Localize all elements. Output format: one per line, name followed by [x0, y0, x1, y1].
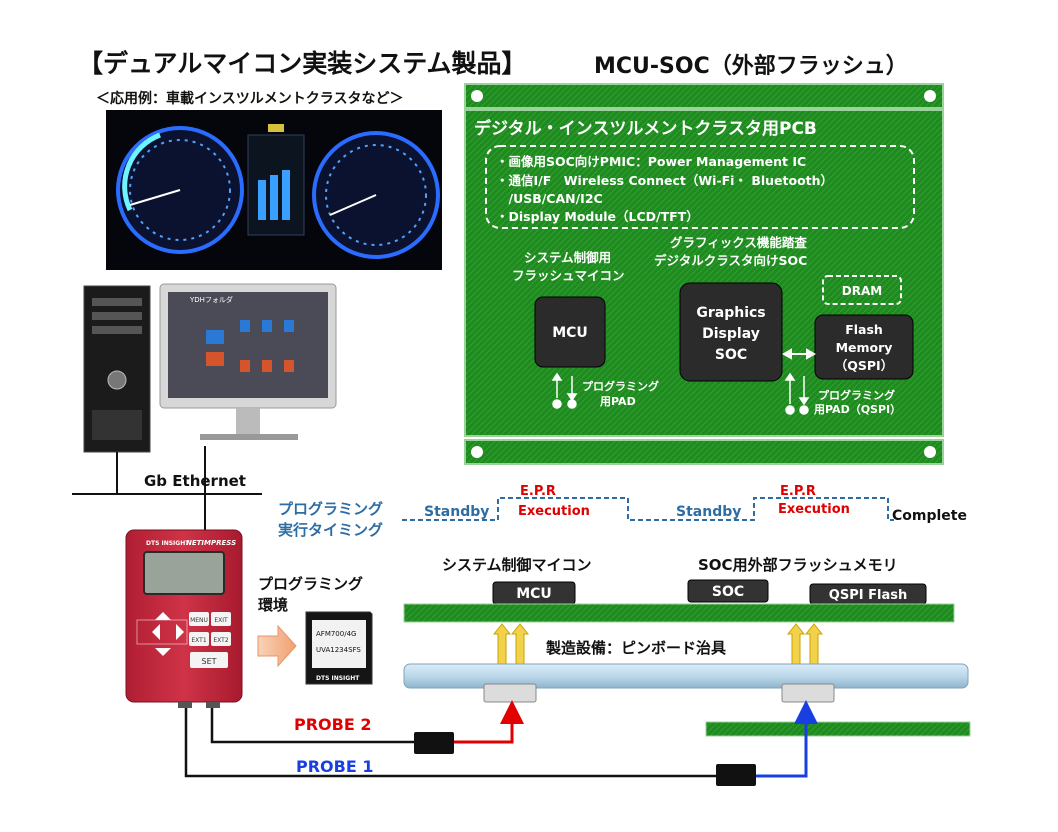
timing-complete: Complete: [892, 508, 967, 524]
page-subtitle: MCU-SOC（外部フラッシュ）: [594, 54, 908, 79]
ext1-key[interactable]: EXT1: [191, 637, 206, 644]
pcb-feature: ・画像用SOC向けPMIC：Power Management IC: [496, 154, 806, 169]
exit-key[interactable]: EXIT: [214, 617, 228, 624]
pcb-dram-box: [822, 275, 902, 305]
qspi-pad-label: プログラミング: [818, 388, 895, 402]
pcb-soc-chip: [679, 282, 783, 382]
sd-card-serial: UVA1234SFS: [316, 646, 361, 654]
pcb-flash-label: （QSPI）: [835, 358, 893, 373]
fixture-pcb: [403, 603, 955, 623]
pc-tower-icon: [83, 285, 151, 453]
pcb-mcu-chip: [534, 296, 606, 368]
mcu-caption: フラッシュマイコン: [512, 268, 625, 283]
pcb-feature: ・Display Module（LCD/TFT）: [496, 209, 699, 224]
fixture-mcu-label: MCU: [516, 586, 552, 602]
timing-waveform: [402, 497, 894, 521]
timing-epr: E.P.R: [780, 484, 816, 499]
fixture-lower-pcb: [705, 721, 971, 737]
set-key[interactable]: SET: [201, 657, 216, 666]
env-label: プログラミング: [258, 575, 363, 593]
page-title: 【デュアルマイコン実装システム製品】: [78, 49, 527, 78]
timing-execution: Execution: [778, 502, 850, 517]
pcb-soc-label: Display: [702, 326, 760, 342]
monitor-icon: [159, 283, 337, 440]
ethernet-lines: [72, 446, 262, 532]
fixture-qspi-label: QSPI Flash: [829, 588, 907, 603]
mcu-caption: システム制御用: [524, 250, 611, 265]
soc-flash-link-arrow: [781, 348, 817, 360]
probe2-cable: [210, 700, 524, 754]
ext2-key[interactable]: EXT2: [213, 637, 228, 644]
sd-card-icon: [305, 611, 373, 685]
pcb-feature: /USB/CAN/I2C: [496, 191, 603, 206]
timing-execution: Execution: [518, 504, 590, 519]
menu-key[interactable]: MENU: [190, 617, 208, 624]
fixture-mcu-title: システム制御マイコン: [442, 556, 592, 574]
env-label: 環境: [258, 596, 288, 614]
pcb-flash-label: Flash: [845, 322, 883, 337]
programmer-maker: DTS INSIGHT: [146, 540, 190, 547]
timing-label: プログラミング: [278, 500, 383, 518]
mcu-programming-pad: [551, 372, 578, 409]
application-example: ＜応用例：車載インスツルメントクラスタなど＞: [96, 91, 404, 107]
env-arrow-icon: [257, 624, 297, 668]
pcb-flash-label: Memory: [836, 340, 893, 355]
pinboard-label: 製造設備：ピンボード治具: [545, 639, 726, 657]
qspi-pad-label: 用PAD（QSPI）: [814, 403, 901, 416]
sd-card-model: AFM700/4G: [316, 630, 356, 638]
pcb-title: デジタル・インスツルメントクラスタ用PCB: [474, 118, 817, 139]
probe1-cable: [184, 700, 818, 786]
soc-caption: グラフィックス機能踏査: [670, 235, 807, 250]
fixture-soc-chip: [687, 579, 769, 603]
pinboard-rail: [403, 663, 969, 689]
timing-epr: E.P.R: [520, 484, 556, 499]
pcb-mcu-label: MCU: [552, 325, 588, 341]
programmer-device: [125, 529, 243, 708]
programmer-brand: NETIMPRESS: [186, 539, 236, 547]
mcu-probe-block: [483, 683, 537, 703]
pcb-feature: ・通信I/F Wireless Connect（Wi-Fi・ Bluetooth…: [496, 173, 833, 188]
timing-standby: Standby: [676, 504, 741, 520]
fixture-soc-label: SOC: [712, 584, 744, 600]
flash-probe-block: [781, 683, 835, 703]
mcu-pad-label: 用PAD: [600, 395, 636, 408]
probe2-label: PROBE 2: [294, 715, 371, 734]
qspi-programming-pad: [784, 372, 810, 415]
ethernet-label: Gb Ethernet: [144, 472, 246, 490]
mcu-pad-label: プログラミング: [582, 379, 659, 393]
pcb-dram-label: DRAM: [842, 284, 882, 298]
sd-card-maker: DTS INSIGHT: [316, 675, 360, 682]
soc-caption: デジタルクラスタ向けSOC: [654, 253, 807, 268]
timing-label: 実行タイミング: [278, 521, 383, 539]
pcb-soc-label: Graphics: [696, 305, 765, 321]
cluster-dashboard-image: [106, 110, 442, 270]
pcb-flash-chip: [814, 314, 914, 380]
timing-standby: Standby: [424, 504, 489, 520]
fixture-flash-title: SOC用外部フラッシュメモリ: [698, 556, 898, 574]
probe1-label: PROBE 1: [296, 757, 373, 776]
folder-title: YDHフォルダ: [189, 295, 233, 304]
pcb-board: [464, 83, 944, 465]
pcb-soc-label: SOC: [715, 347, 747, 363]
